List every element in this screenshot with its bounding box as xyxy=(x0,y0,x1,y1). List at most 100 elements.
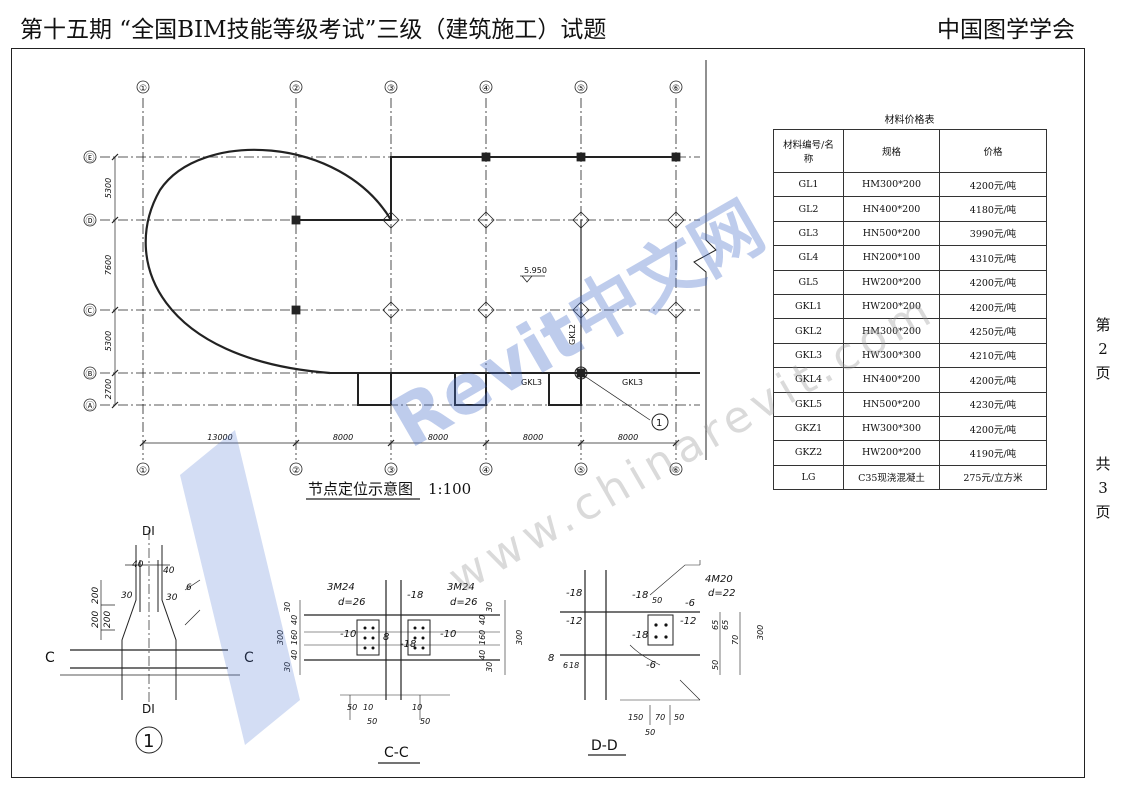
bolt-spec: 3M24 xyxy=(447,582,475,593)
table-cell: GL4 xyxy=(773,245,844,271)
beam-label-gkl3: GKL3 xyxy=(521,378,542,387)
plate-label: -10 xyxy=(440,629,456,640)
table-cell: 4180元/吨 xyxy=(939,196,1047,222)
col-header: 价格 xyxy=(939,129,1047,173)
page-char: 页 xyxy=(1095,364,1111,382)
axis-col-label: ① xyxy=(139,466,147,476)
hole-spec: d=26 xyxy=(338,597,365,608)
dim-text: 300 xyxy=(276,630,285,645)
detail-dd xyxy=(560,560,741,756)
detail-1-labels: DI DI C C 1 40 40 30 200 200 200 30 6 xyxy=(45,524,254,752)
axis-col-label: ⑤ xyxy=(577,466,585,476)
table-cell: GKZ1 xyxy=(773,415,844,442)
detail-1 xyxy=(60,530,240,754)
dim-text: 200 xyxy=(103,611,113,628)
dim-text: 65 xyxy=(711,620,720,630)
plate-label: -6 xyxy=(685,598,695,609)
section-c-label: C xyxy=(244,650,254,666)
axis-row-label: Ⓑ xyxy=(85,369,94,380)
dim-text: 5300 xyxy=(104,178,113,198)
beam-label-gkl3: GKL3 xyxy=(622,378,643,387)
table-cell: HN200*100 xyxy=(843,245,940,271)
plan-dim-texts: 13000 8000 8000 8000 8000 5300 7600 5300… xyxy=(104,178,638,442)
table-cell: 275元/立方米 xyxy=(939,464,1047,491)
table-cell: LG xyxy=(773,464,844,491)
axis-col-label: ⑥ xyxy=(672,466,680,476)
curved-beam xyxy=(144,148,392,375)
plate-label: -18 xyxy=(566,588,582,599)
dim-text: 30 xyxy=(283,662,292,672)
detail-cc-bolts xyxy=(363,626,425,650)
dim-text: 7600 xyxy=(104,255,113,275)
axis-labels: ① ② ③ ④ ⑤ ⑥ ① ② ③ ④ ⑤ ⑥ Ⓔ Ⓓ Ⓒ Ⓑ Ⓐ xyxy=(85,84,680,476)
dim-text: 18 xyxy=(569,661,579,670)
axis-col-label: ② xyxy=(292,466,300,476)
break-line xyxy=(693,60,717,460)
table-cell: HW200*200 xyxy=(843,269,940,295)
axis-bubbles xyxy=(83,80,683,476)
plan-columns xyxy=(291,152,685,378)
axis-row-label: Ⓐ xyxy=(85,401,94,412)
plate-label: 8 xyxy=(383,632,389,643)
drawing-frame xyxy=(11,48,1085,778)
elevation-label: 5.950 xyxy=(524,266,547,275)
dim-text: 40 xyxy=(290,650,299,660)
table-cell: GKL1 xyxy=(773,293,844,320)
page-char: 第 xyxy=(1095,316,1111,334)
dim-text: 50 xyxy=(347,703,357,712)
table-cell: HN400*200 xyxy=(843,196,940,222)
plate-label: -12 xyxy=(680,616,696,627)
section-mark: DI xyxy=(142,524,155,538)
dim-text: 65 xyxy=(721,620,730,630)
table-cell: GKL2 xyxy=(773,318,844,344)
hole-spec: d=26 xyxy=(450,597,477,608)
dim-text: 8000 xyxy=(618,433,638,442)
dim-text: 10 xyxy=(363,703,373,712)
dim-text: 300 xyxy=(756,625,765,640)
table-cell: HN500*200 xyxy=(843,391,940,417)
axis-col-label: ③ xyxy=(387,466,395,476)
dim-text: 2700 xyxy=(104,379,113,399)
axis-row-label: Ⓒ xyxy=(85,306,94,317)
node-callout-label: 1 xyxy=(656,418,662,429)
plate-label: -6 xyxy=(646,660,656,671)
col-header: 材料编号/名称 xyxy=(773,129,844,173)
table-cell: 4200元/吨 xyxy=(939,367,1047,393)
dim-text: 8000 xyxy=(333,433,353,442)
table-cell: 4200元/吨 xyxy=(939,171,1047,198)
dim-text: 40 xyxy=(478,615,487,625)
detail-dd-labels: 4M20 d=22 -18 -18 -12 -12 -18 -6 -6 8 50… xyxy=(548,574,765,754)
table-cell: HM300*200 xyxy=(843,171,940,198)
dim-text: 10 xyxy=(412,703,422,712)
dim-text: 30 xyxy=(121,591,133,601)
table-cell: HW300*300 xyxy=(843,342,940,369)
table-cell: HN500*200 xyxy=(843,220,940,247)
bolt-spec: 3M24 xyxy=(327,582,355,593)
sheet-title: 第十五期 “全国BIM技能等级考试”三级（建筑施工）试题 xyxy=(20,17,607,43)
watermark-logo-shape xyxy=(180,430,300,745)
dim-text: 150 xyxy=(628,713,643,722)
table-cell: GKL3 xyxy=(773,342,844,369)
dim-text: 70 xyxy=(655,713,665,722)
detail-callout: 1 xyxy=(143,731,154,752)
table-cell: GKZ2 xyxy=(773,440,844,466)
section-mark: DI xyxy=(142,702,155,716)
detail-cc xyxy=(299,580,506,764)
dim-text: 200 xyxy=(91,611,101,628)
dim-text: 50 xyxy=(674,713,684,722)
dim-text: 300 xyxy=(515,630,524,645)
detail-dd-title: D-D xyxy=(591,738,618,754)
dim-text: 30 xyxy=(166,593,178,603)
dim-text: 40 xyxy=(163,566,175,576)
dim-text: 8000 xyxy=(523,433,543,442)
table-cell: GL3 xyxy=(773,220,844,247)
